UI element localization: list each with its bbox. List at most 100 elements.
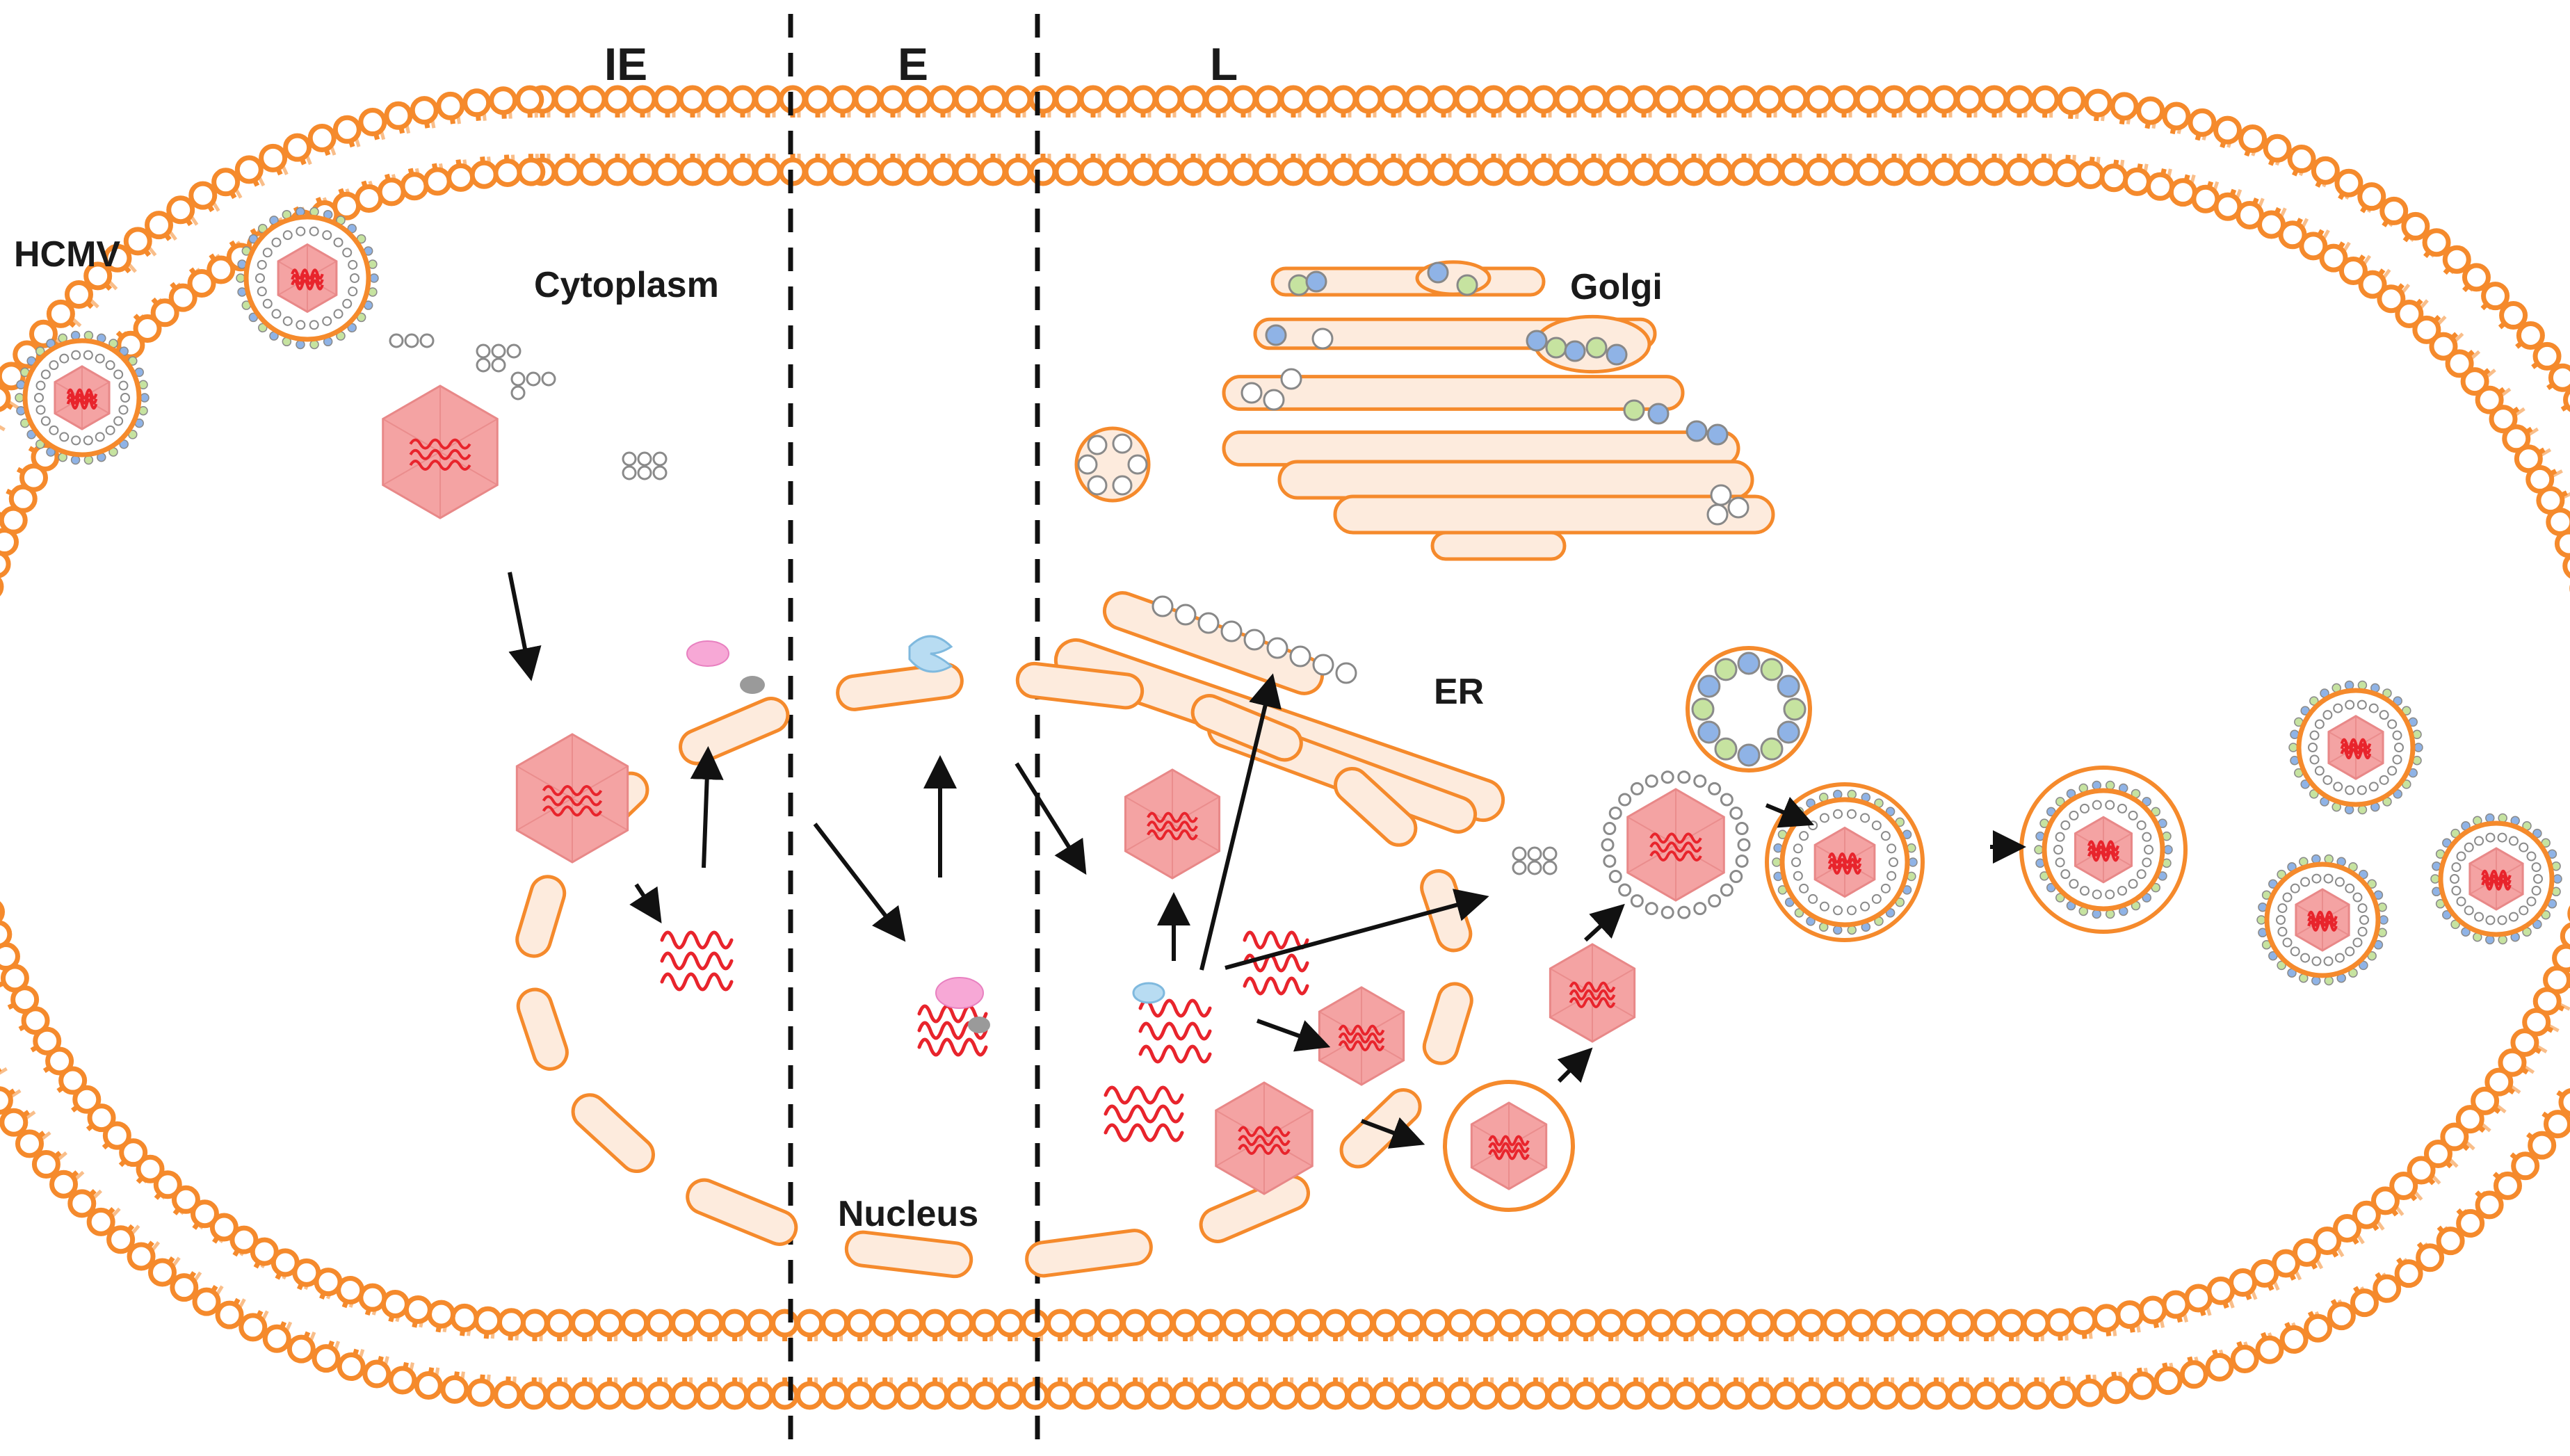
immediate-early-protein [935,977,984,1009]
er-tegument-protein [1220,620,1243,642]
tegument-protein [1608,806,1622,820]
golgi-glycoprotein [1263,389,1285,411]
capsid-genome [291,273,324,285]
er-label: ER [1434,672,1484,712]
capsid-genome [1147,820,1198,832]
er-tegument-protein [1289,645,1311,668]
capsid-genome [409,438,471,450]
tegument-protein [652,465,668,480]
capsid [1813,826,1876,898]
phase-label-ie: IE [604,38,647,90]
tegument-protein [389,333,404,348]
capsid [2327,715,2384,780]
tegument-protein [1660,770,1674,784]
dna-strand [1104,1085,1184,1142]
host-factor [740,676,765,694]
tegument-protein [510,371,526,387]
golgi-glycoprotein [1280,368,1302,390]
virus-label: HCMV [14,234,120,275]
pathway-arrow [1583,903,1625,942]
nuclear-envelope-segment [516,987,569,1071]
golgi-glycoprotein [1545,337,1567,359]
capsid-genome [542,785,603,796]
golgi-cisterna [1222,430,1740,467]
phase-label-e: E [898,38,928,90]
tegument-protein [491,343,506,359]
capsid-genome [2340,738,2372,750]
capsid-genome [1569,989,1616,1001]
tegument-protein [1644,774,1658,788]
tegument-protein [510,385,526,401]
golgi-glycoprotein [1526,330,1548,352]
capsid-genome [1488,1149,1530,1160]
nuclear-envelope-segment [1334,766,1418,847]
er-tegument-protein [1151,595,1174,617]
pathway-arrow [1765,797,1815,828]
virion [15,330,149,465]
capsid-genome [1147,811,1198,823]
nuclear-envelope-segment [686,1178,798,1246]
pathway-arrow [813,823,906,942]
process-arrows [508,572,2026,1149]
virion [2288,680,2423,815]
capsid-genome [1238,1135,1291,1147]
pathway-arrow [508,572,542,681]
tegument-protein [1735,822,1749,836]
golgi-glycoprotein [1706,503,1729,526]
tegument-protein [1603,854,1617,868]
capsid-genome [1649,832,1702,844]
tegument-protein [491,357,506,373]
golgi-glycoprotein [1427,261,1449,284]
golgi-label: Golgi [1570,267,1663,307]
tegument-protein [1618,883,1632,897]
capsid-genome [1338,1024,1385,1036]
capsid [382,385,499,519]
golgi-cisterna [1222,375,1685,411]
capsid-genome [2087,845,2119,857]
nuclear-envelope-segment [1190,694,1303,762]
er-tegument-protein [1243,629,1266,651]
capsid [1626,788,1725,902]
capsid [2468,847,2524,911]
tegument-proteins [389,333,1558,875]
tegument-protein [637,451,652,467]
capsid-genome [2481,879,2512,891]
tegument-protein [1512,860,1527,875]
virion [236,207,379,350]
pathway-arrow [1225,889,1489,970]
capsid-genome [2340,743,2372,754]
golgi-glycoprotein [1265,324,1287,346]
capsid-genome [1569,981,1616,993]
golgi-glycoprotein [1727,496,1749,519]
capsid [1549,943,1636,1043]
er-tegument-protein [1197,612,1220,634]
golgi-cisterna [1277,460,1754,500]
capsid-genome [2307,910,2338,922]
er-tegument-protein [1335,662,1357,684]
capsid-genome [2087,850,2119,862]
tegument-protein [1729,870,1743,884]
nucleus-label: Nucleus [838,1194,978,1234]
tegument-protein [541,371,556,387]
tegument-protein [1708,782,1722,795]
tegument-protein [526,371,541,387]
tegument-protein [1737,838,1751,852]
er-tegument-protein [1312,654,1334,676]
capsid [2295,888,2350,952]
nuclear-envelope-segment [1015,661,1145,710]
golgi-glycoprotein [1647,403,1670,425]
er-tegument-protein [1174,604,1197,626]
golgi-glycoprotein [1623,399,1645,421]
tegument-protein [652,451,668,467]
capsid-genome [66,388,98,400]
golgi-glycoprotein [1456,274,1478,296]
tegument-protein [1603,822,1617,836]
capsid-genome [542,795,603,807]
capsid-genome [66,398,98,410]
dna-strand [660,930,734,992]
capsid-genome [1338,1040,1385,1051]
cytoplasm-label: Cytoplasm [534,265,719,305]
nuclear-envelope-segment [1199,1174,1310,1243]
pathway-arrow [1256,1019,1331,1052]
